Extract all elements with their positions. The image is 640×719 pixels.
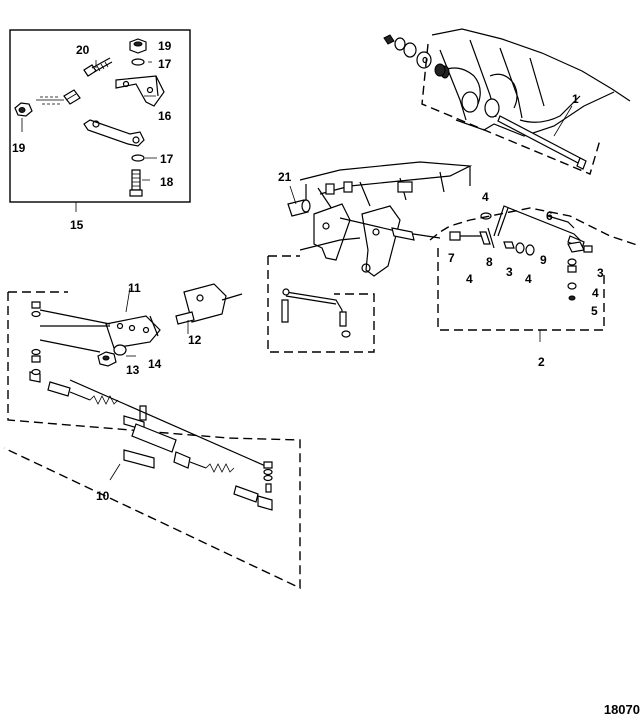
callout-17-top: 17 <box>158 57 172 71</box>
callout-4-top: 4 <box>482 190 489 204</box>
callout-2: 2 <box>538 355 545 369</box>
clevis <box>63 89 81 105</box>
bolt-18 <box>129 169 143 197</box>
callout-14: 14 <box>148 357 162 371</box>
group-outline-10 <box>3 291 301 590</box>
callout-20: 20 <box>76 43 90 57</box>
callout-11: 11 <box>128 281 141 295</box>
cowl-bracket-assembly <box>299 161 473 219</box>
locknut-19-left <box>14 102 33 117</box>
group-outline-2 <box>429 207 640 331</box>
hardware-stack-1 <box>383 34 446 77</box>
rod-assembly-10 <box>29 371 273 511</box>
washer-14 <box>113 344 127 356</box>
bracket-11 <box>105 315 161 349</box>
callout-17-lower: 17 <box>160 152 174 166</box>
callout-8: 8 <box>486 255 493 269</box>
callout-18: 18 <box>160 175 174 189</box>
washer-4-mid <box>515 242 525 254</box>
ball-joint-right <box>567 241 593 253</box>
upper-nut-stack <box>31 301 111 363</box>
inset-box-15 <box>9 29 191 203</box>
group-outline-1 <box>421 43 601 175</box>
leader-1 <box>553 105 573 137</box>
callout-12: 12 <box>188 333 202 347</box>
callout-4-mid: 4 <box>525 272 532 286</box>
long-bolt-1 <box>497 115 587 170</box>
nut-stack-10-right <box>263 461 273 493</box>
callout-4-right: 4 <box>592 286 599 300</box>
leader-21 <box>289 185 297 205</box>
group-outline-linkage <box>267 255 375 353</box>
callout-19-left: 19 <box>12 141 26 155</box>
leader-10 <box>109 463 121 481</box>
callout-5: 5 <box>591 304 598 318</box>
spacer-21 <box>287 199 311 217</box>
callout-3-right: 3 <box>597 266 604 280</box>
figure-reference-number: 18070 <box>603 702 640 717</box>
nut-3-left <box>503 241 515 249</box>
bolt-20 <box>83 57 113 77</box>
throttle-cam-left <box>299 203 361 261</box>
washer-9 <box>525 244 535 256</box>
link-arm <box>83 119 145 147</box>
support-12 <box>175 283 243 325</box>
link-rod-sub <box>281 288 351 338</box>
locknut-19-top <box>129 38 147 54</box>
bolt-7 <box>449 231 484 241</box>
nut-3-right <box>567 258 577 273</box>
callout-9: 9 <box>540 253 547 267</box>
callout-4-left: 4 <box>466 272 473 286</box>
screw-5 <box>568 295 576 301</box>
callout-3-left: 3 <box>506 265 513 279</box>
callout-7: 7 <box>448 251 455 265</box>
callout-19-top: 19 <box>158 39 172 53</box>
nut-stack-10-left <box>31 368 41 376</box>
nut-13 <box>97 351 117 367</box>
washer-17-top <box>131 58 145 66</box>
bracket-16 <box>115 75 165 107</box>
callout-15: 15 <box>70 218 84 232</box>
callout-13: 13 <box>126 363 140 377</box>
leader-11 <box>125 287 131 313</box>
clip-6 <box>547 215 575 229</box>
throttle-cam-right <box>361 205 401 277</box>
leader-13-14 <box>126 355 136 357</box>
link-rod-main <box>339 217 441 241</box>
washer-4-right <box>567 282 577 290</box>
callout-21: 21 <box>278 170 292 184</box>
callout-10: 10 <box>96 489 110 503</box>
callout-16: 16 <box>158 109 172 123</box>
stud-8 <box>479 227 495 249</box>
washer-17-lower <box>131 154 145 162</box>
callout-1: 1 <box>572 92 579 106</box>
callout-6: 6 <box>546 209 553 223</box>
